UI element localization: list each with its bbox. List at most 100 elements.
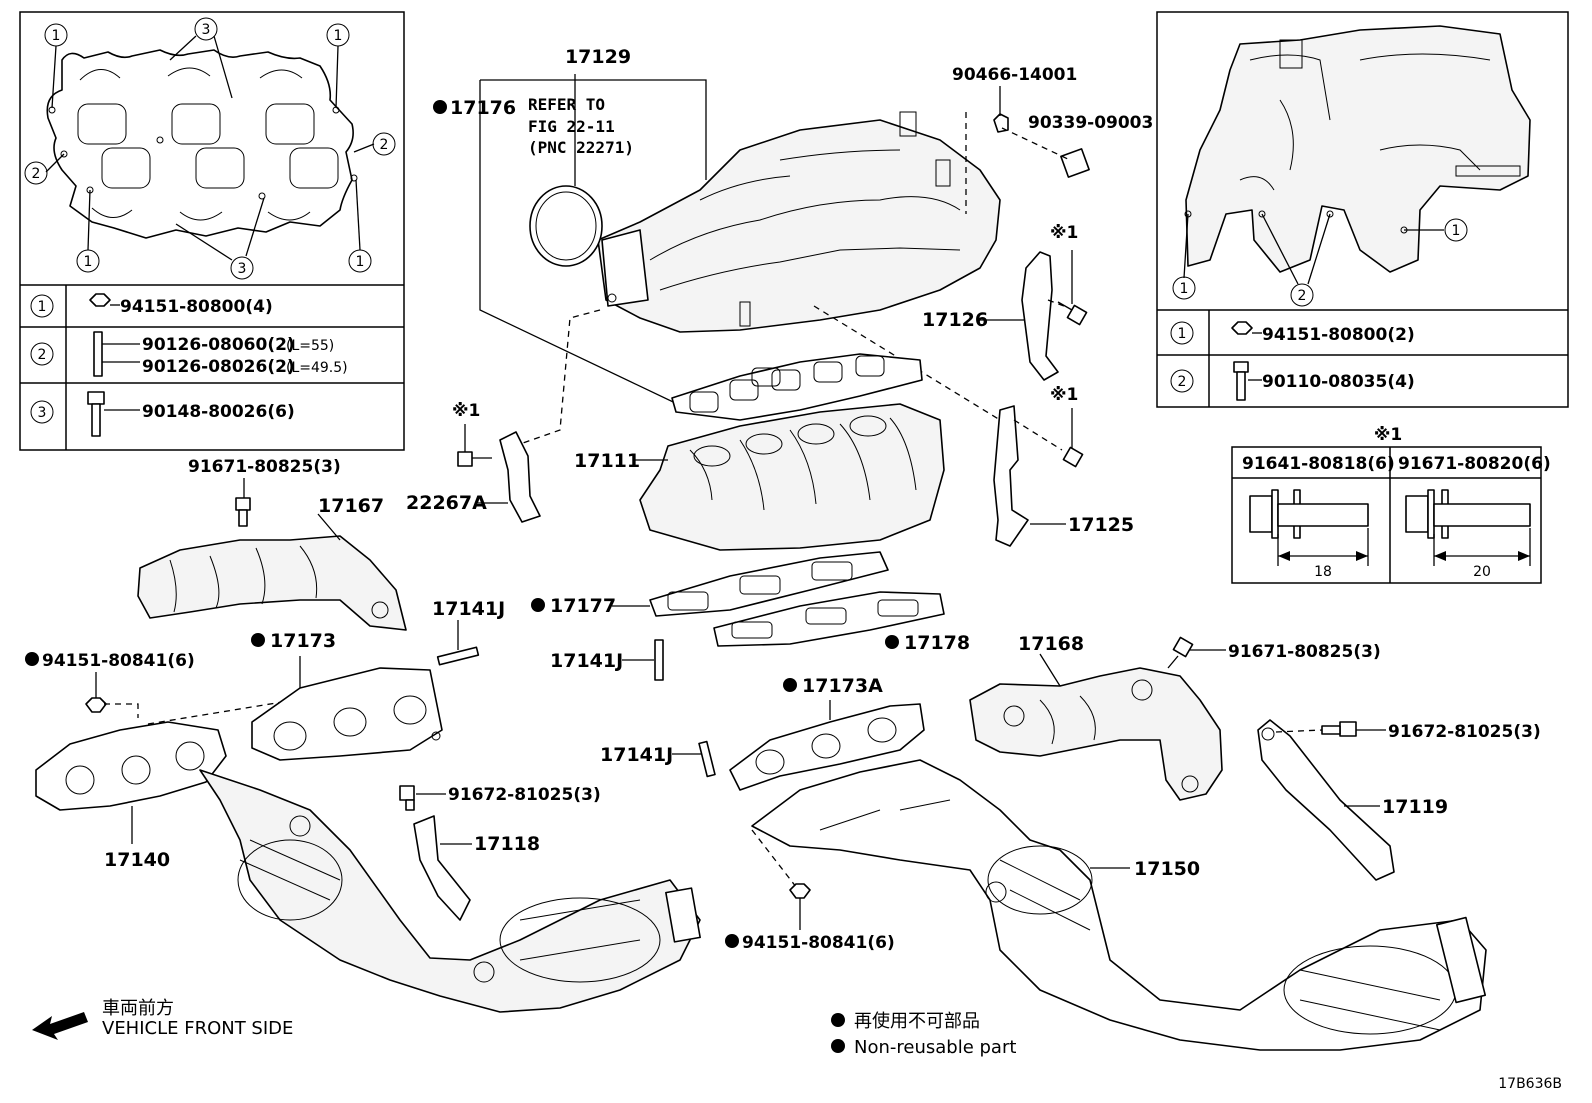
front-arrow-icon [32,1012,88,1040]
refer-line-1: REFER TO [528,95,605,114]
label-94151-80841-left: 94151-80841(6) [25,651,195,671]
nut-icon [1231,321,1253,335]
label-17119: 17119 [1382,796,1448,818]
right-inset-frame [1156,11,1569,408]
bolt-18-drawing: 18 [1249,489,1369,580]
label-17167: 17167 [318,495,384,517]
part-number: 17173 [270,630,336,652]
callout-3: 3 [230,256,254,280]
part-number: 94151-80841(6) [742,933,895,953]
nut-drawing [789,883,811,899]
non-reusable-dot-icon [885,635,899,649]
non-reusable-en: Non-reusable part [854,1037,1016,1058]
part-number: 17173A [802,675,883,697]
callout-label: 1 [1452,223,1461,239]
label-17168: 17168 [1018,633,1084,655]
right-inset: 1 1 2 1 94151-80800(2) 2 90110-08035(4) [1156,11,1569,408]
stud-icon [93,331,103,377]
label-17118: 17118 [474,833,540,855]
left-inset: 1 1 3 2 2 1 1 3 1 94151-80800(4) [19,11,405,451]
left-table-row-2: 2 90126-08060(2) (L=55) 90126-08026(2) (… [30,331,348,377]
bolt-length-table: ※1 91641-80818(6) 91671-80820(6) 18 20 [1231,425,1551,584]
intake-gasket-drawing [46,49,358,239]
label-17129: 17129 [565,46,631,68]
part-number: 17176 [450,97,516,119]
refer-line-3: (PNC 22271) [528,138,634,157]
callout-2: 2 [24,161,48,185]
label-17125: 17125 [1068,514,1134,536]
part-number: 94151-80800(4) [120,297,273,317]
callout-label: 3 [238,261,247,277]
right-table-row-1: 1 94151-80800(2) [1170,321,1415,345]
callout-3: 3 [194,17,218,41]
row-number: 2 [38,347,47,363]
nut-drawing [85,697,107,713]
front-side-jp: 車両前方 [102,998,174,1019]
reference-mark: ※1 [1050,223,1078,243]
part-number: 94151-80841(6) [42,651,195,671]
front-side-en: VEHICLE FRONT SIDE [102,1018,293,1039]
clip-drawing [993,113,1090,178]
manifold-17111-drawing [639,403,945,551]
label-94151-80841-right: 94151-80841(6) [725,933,895,953]
bolt-drawing [1167,636,1194,669]
label-90339-09003: 90339-09003 [1028,113,1153,133]
part-number: 17178 [904,632,970,654]
callout-1: 1 [76,249,100,273]
heat-insulator-17167 [137,535,407,631]
callout-label: 1 [52,28,61,44]
vehicle-front-legend: 車両前方 VEHICLE FRONT SIDE [32,998,293,1040]
label-17176: 17176 [433,97,516,119]
nut-icon [89,293,111,307]
label-17141J: 17141J [432,598,505,620]
label-91672-81025: 91672-81025(3) [448,785,601,805]
part-number: 90126-08026(2) [142,357,295,377]
callout-2: 2 [1290,283,1314,307]
exhaust-manifold-17150 [751,759,1487,1051]
reference-mark: ※1 [452,401,480,421]
figure-code: 17B636B [1498,1076,1562,1092]
label-22267A: 22267A [406,492,487,514]
callout-label: 1 [84,254,93,270]
part-number: 17177 [550,595,616,617]
callout-label: 2 [1298,288,1307,304]
callout-1: 1 [348,249,372,273]
bracket-17126 [1021,251,1059,381]
callout-label: 2 [32,166,41,182]
callout-label: 1 [356,254,365,270]
non-reusable-dot-icon [831,1039,845,1053]
bolt-icon [87,391,105,405]
label-17141J: 17141J [600,744,673,766]
refer-line-2: FIG 22-11 [528,117,615,136]
non-reusable-jp: 再使用不可部品 [854,1011,980,1032]
bolt-length: 18 [1314,564,1332,580]
label-17140: 17140 [104,849,170,871]
non-reusable-dot-icon [725,934,739,948]
callout-label: 3 [202,22,211,38]
non-reusable-dot-icon [783,678,797,692]
bolt-drawing [235,497,251,527]
part-number: 90110-08035(4) [1262,372,1415,392]
bolt-length: 20 [1473,564,1491,580]
gasket-17178-drawing [713,591,945,647]
non-reusable-dot-icon [433,100,447,114]
label-91671-80825: 91671-80825(3) [188,457,341,477]
bolt-drawing [457,250,1088,468]
callout-label: 1 [334,28,343,44]
label-17177: 17177 [531,595,616,617]
row-number: 3 [38,405,47,421]
gasket-17177-drawing [649,551,889,617]
bracket-17125 [993,405,1029,547]
bracket-17119 [1257,719,1395,881]
label-17173A: 17173A [783,675,883,697]
stud-drawing [436,639,716,778]
label-91671-80825: 91671-80825(3) [1228,642,1381,662]
label-17173: 17173 [251,630,336,652]
non-reusable-dot-icon [25,652,39,666]
bolt-20-drawing: 20 [1405,489,1531,580]
label-17126: 17126 [922,309,988,331]
left-table-row-1: 1 94151-80800(4) [30,293,273,318]
bracket-22267A [499,431,541,523]
exhaust-manifold-17140 [35,721,701,1013]
